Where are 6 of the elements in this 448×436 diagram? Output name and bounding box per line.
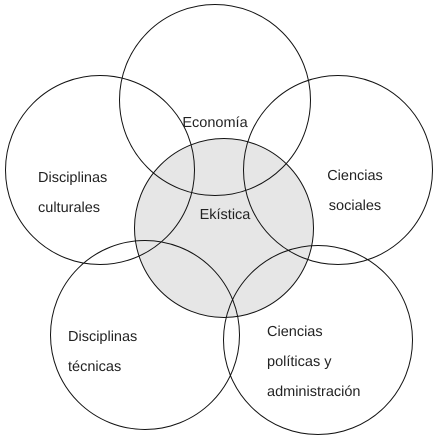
circle-label: Disciplinas técnicas — [68, 328, 138, 377]
circle-label: Economía — [181, 114, 249, 133]
circle-label: Ciencias políticas y administración — [267, 323, 362, 402]
circle-label: Ciencias sociales — [326, 167, 384, 216]
circle-label: Disciplinas culturales — [38, 169, 108, 218]
circle-label: Ekística — [198, 206, 252, 225]
